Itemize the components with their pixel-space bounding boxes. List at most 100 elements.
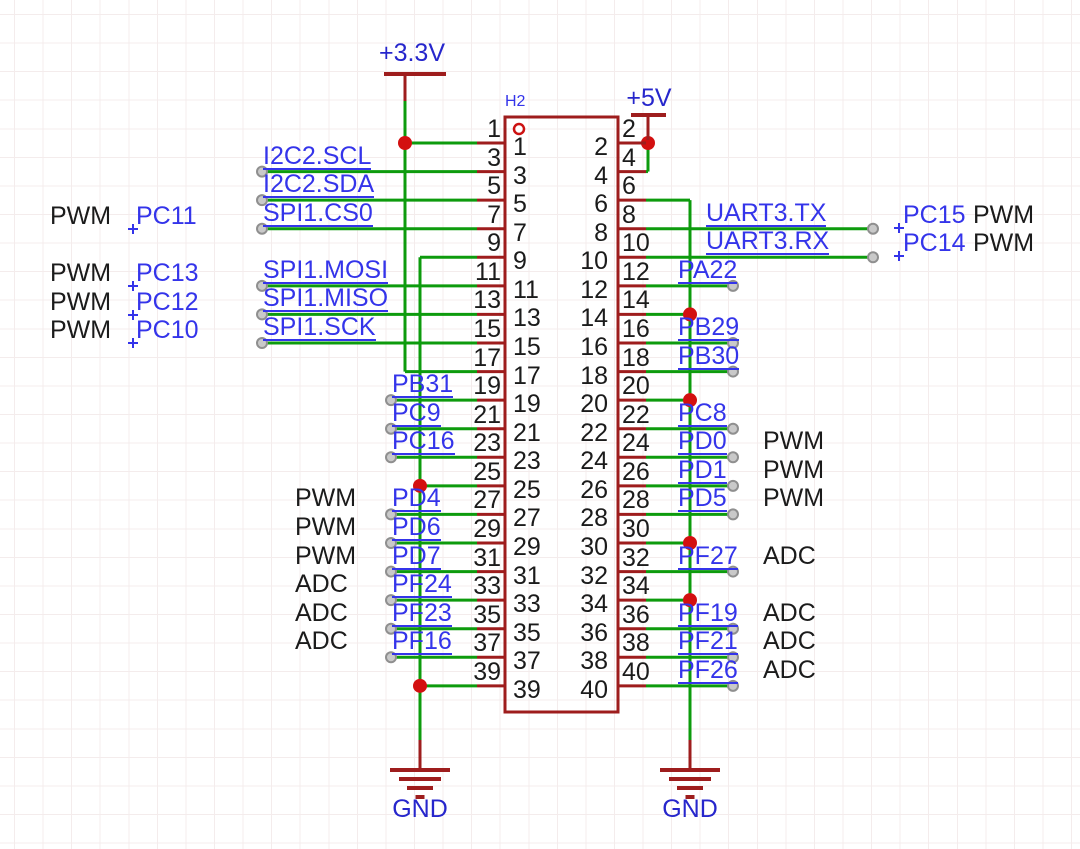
net-label[interactable]: PD6: [392, 512, 441, 541]
pin-number: 38: [622, 629, 650, 658]
pin-number: 17: [473, 343, 501, 372]
net-label[interactable]: PA22: [678, 255, 738, 284]
gnd-label-right[interactable]: GND: [662, 795, 718, 823]
connector-body[interactable]: [503, 115, 620, 714]
wire-endpoint-dot: [867, 251, 879, 264]
pin-name: 9: [513, 247, 527, 276]
pin-number: 8: [622, 200, 636, 229]
net-label[interactable]: PC13: [136, 259, 199, 287]
pin-name: 26: [580, 475, 608, 504]
annotation-pwm: PWM: [973, 229, 1035, 257]
net-label[interactable]: PF27: [678, 541, 738, 570]
ref-designator[interactable]: H2: [505, 93, 526, 110]
net-label[interactable]: SPI1.MISO: [263, 284, 389, 313]
net-label[interactable]: PF19: [678, 598, 738, 627]
pin-number: 30: [622, 514, 650, 543]
pin-number: 16: [622, 314, 650, 343]
pin-number: 5: [487, 172, 501, 201]
pin-number: 3: [487, 143, 501, 172]
net-label[interactable]: PC16: [392, 427, 455, 456]
pin-number: 20: [622, 372, 650, 401]
net-label[interactable]: PF23: [392, 598, 452, 627]
pin-number: 18: [622, 343, 650, 372]
pin-name: 38: [580, 647, 608, 676]
pin-number: 36: [622, 600, 650, 629]
pin-name: 13: [513, 304, 541, 333]
pin-number: 4: [622, 143, 636, 172]
net-label[interactable]: PB30: [678, 341, 740, 370]
pin-number: 21: [473, 400, 501, 429]
pin-number: 31: [473, 543, 501, 572]
wire-endpoint-dot: [867, 222, 879, 235]
net-label[interactable]: I2C2.SDA: [263, 170, 375, 199]
pin-name: 27: [513, 504, 541, 533]
net-label[interactable]: PF26: [678, 655, 738, 684]
net-label[interactable]: PC8: [678, 398, 727, 427]
wire-endpoint-dot: [727, 508, 739, 521]
net-label[interactable]: PC10: [136, 316, 199, 344]
junction-dot: [683, 307, 697, 322]
net-label[interactable]: SPI1.SCK: [263, 312, 376, 341]
pin-name: 10: [580, 247, 608, 276]
net-label[interactable]: UART3.TX: [706, 198, 827, 227]
wire-endpoint-dot: [727, 422, 739, 435]
annotation-adc: ADC: [295, 627, 348, 656]
net-label[interactable]: PD4: [392, 484, 441, 513]
pin-name: 11: [513, 275, 539, 304]
net-label[interactable]: PD1: [678, 455, 727, 484]
net-label[interactable]: PC15: [903, 201, 966, 229]
pin-name: 16: [580, 332, 608, 361]
net-label[interactable]: PB29: [678, 312, 740, 341]
net-label[interactable]: SPI1.MOSI: [263, 255, 389, 284]
pin-name: 1: [513, 133, 527, 161]
net-label[interactable]: PD7: [392, 541, 441, 570]
net-label[interactable]: SPI1.CS0: [263, 198, 373, 227]
pin-number: 19: [473, 372, 501, 401]
pin-name: 39: [513, 675, 541, 704]
junction-dot: [683, 593, 697, 608]
pin-number: 6: [622, 172, 636, 201]
power-label-3v3[interactable]: +3.3V: [378, 39, 446, 67]
junction-dot: [683, 393, 697, 408]
pin-number: 32: [622, 543, 650, 572]
power-label-5v[interactable]: +5V: [626, 84, 672, 112]
pin-number: 11: [475, 257, 501, 286]
pin-name: 6: [594, 190, 608, 219]
annotation-pwm: PWM: [973, 201, 1035, 229]
net-label[interactable]: PF24: [392, 570, 452, 599]
annotation-pwm: PWM: [50, 202, 112, 230]
pin-number: 39: [473, 657, 501, 686]
annotation-adc: ADC: [295, 598, 348, 627]
pin-name: 17: [513, 361, 541, 390]
annotation-adc: ADC: [763, 598, 816, 627]
net-label[interactable]: PD5: [678, 484, 727, 513]
wire-endpoint-dot: [727, 479, 739, 492]
pin-name: 32: [580, 561, 608, 590]
pin-name: 7: [513, 218, 527, 247]
pin-name: 33: [513, 590, 541, 619]
pin-name: 28: [580, 504, 608, 533]
net-label[interactable]: PF16: [392, 627, 452, 656]
net-label[interactable]: PC11: [136, 202, 197, 230]
net-label[interactable]: PC12: [136, 288, 199, 316]
junction-dot: [413, 678, 427, 693]
net-label[interactable]: PB31: [392, 370, 454, 399]
pin-number: 24: [622, 429, 650, 458]
annotation-adc: ADC: [295, 570, 348, 599]
annotation-pwm: PWM: [50, 316, 112, 344]
pin-number: 28: [622, 486, 650, 515]
net-label[interactable]: PC14: [903, 229, 966, 257]
pin-number: 26: [622, 457, 650, 486]
net-label[interactable]: UART3.RX: [706, 227, 830, 256]
pin-name: 20: [580, 390, 608, 419]
pin-name: 23: [513, 447, 541, 476]
gnd-label-left[interactable]: GND: [392, 795, 448, 823]
net-label[interactable]: PD0: [678, 427, 727, 456]
net-label[interactable]: I2C2.SCL: [263, 141, 372, 170]
net-label[interactable]: PC9: [392, 398, 441, 427]
pin-name: 2: [594, 133, 608, 161]
junction-dot: [641, 136, 655, 150]
net-label[interactable]: PF21: [678, 627, 738, 656]
annotation-pwm: PWM: [295, 541, 357, 570]
